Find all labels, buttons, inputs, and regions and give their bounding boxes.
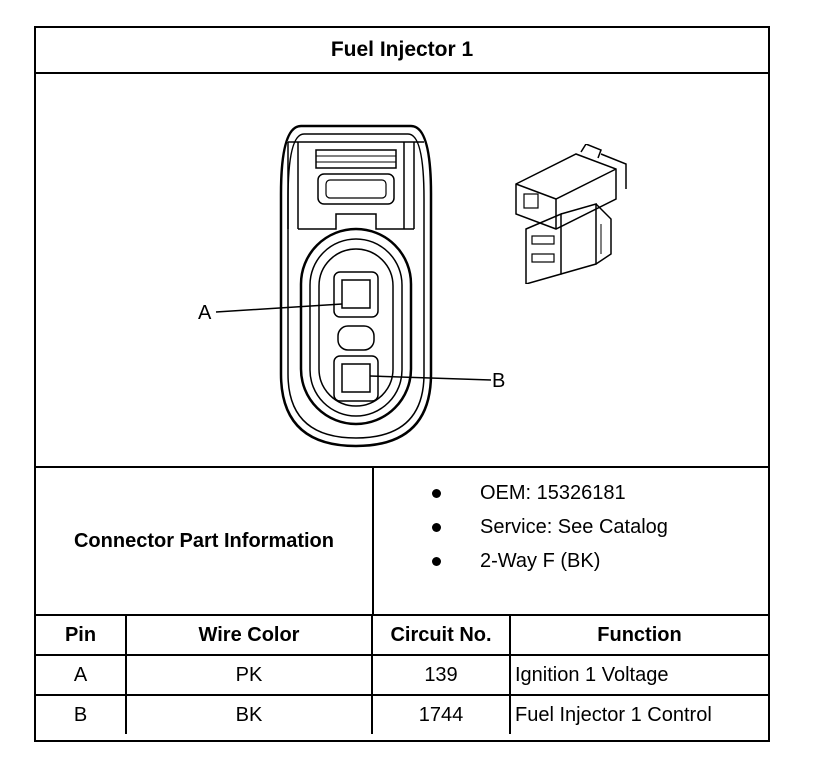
connector-sheet: Fuel Injector 1 bbox=[34, 26, 770, 742]
connector-info-label: Connector Part Information bbox=[36, 468, 374, 614]
list-item: Service: See Catalog bbox=[374, 510, 768, 544]
table-header-row: Pin Wire Color Circuit No. Function bbox=[36, 616, 768, 656]
table-row: A PK 139 Ignition 1 Voltage bbox=[36, 654, 768, 696]
bullet-icon bbox=[432, 523, 441, 532]
connector-info-list: OEM: 15326181 Service: See Catalog 2-Way… bbox=[374, 476, 768, 578]
connector-diagram: A B bbox=[36, 74, 768, 466]
cell-wire-color: BK bbox=[125, 694, 373, 734]
table-row: B BK 1744 Fuel Injector 1 Control bbox=[36, 694, 768, 734]
pin-label-a: A bbox=[198, 302, 212, 324]
header-pin: Pin bbox=[36, 616, 127, 656]
cell-function: Fuel Injector 1 Control bbox=[509, 694, 768, 734]
header-function: Function bbox=[509, 616, 768, 656]
page-title: Fuel Injector 1 bbox=[36, 28, 768, 74]
connector-info-row: Connector Part Information OEM: 15326181… bbox=[36, 466, 768, 616]
cell-circuit-no: 139 bbox=[371, 654, 511, 696]
cell-circuit-no: 1744 bbox=[371, 694, 511, 734]
header-wire-color: Wire Color bbox=[125, 616, 373, 656]
cell-pin: B bbox=[36, 694, 127, 734]
header-circuit-no: Circuit No. bbox=[371, 616, 511, 656]
connector-face-view-icon bbox=[215, 124, 492, 448]
list-item: 2-Way F (BK) bbox=[374, 544, 768, 578]
bullet-icon bbox=[432, 557, 441, 566]
list-item: OEM: 15326181 bbox=[374, 476, 768, 510]
cell-wire-color: PK bbox=[125, 654, 373, 696]
bullet-icon bbox=[432, 489, 441, 498]
pin-table: Pin Wire Color Circuit No. Function A PK… bbox=[36, 616, 768, 734]
pin-label-b: B bbox=[492, 370, 506, 392]
connector-3d-view-icon bbox=[515, 144, 627, 284]
cell-pin: A bbox=[36, 654, 127, 696]
cell-function: Ignition 1 Voltage bbox=[509, 654, 768, 696]
